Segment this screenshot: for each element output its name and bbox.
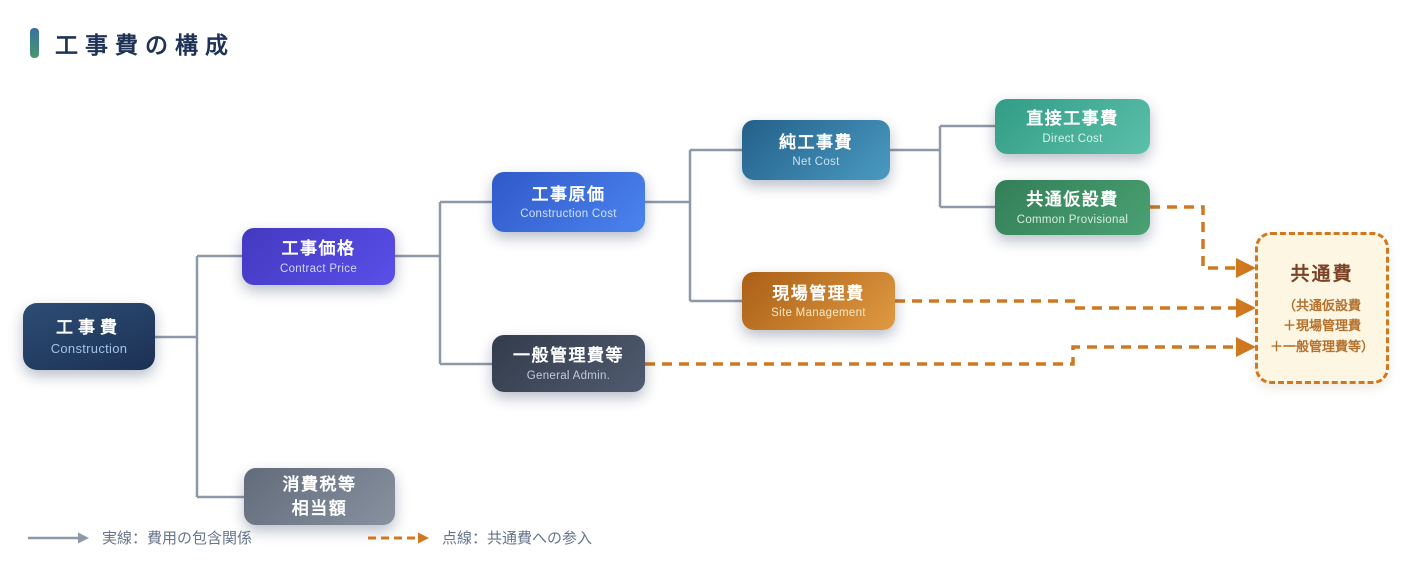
- node-label: 一般管理費等: [513, 346, 624, 366]
- node-label: 工事価格: [281, 239, 356, 259]
- node-label: 工事原価: [531, 184, 606, 204]
- legend-solid: 実線：費用の包含関係: [28, 527, 252, 548]
- common-cost-detail: （共通仮設費 ＋現場管理費 ＋一般管理費等）: [1270, 296, 1374, 356]
- legend-dashed-label: 点線：共通費への参入: [442, 530, 593, 547]
- node-sub: Common Provisional: [1016, 213, 1129, 226]
- node-common-cost: 共通費 （共通仮設費 ＋現場管理費 ＋一般管理費等）: [1255, 232, 1389, 384]
- solid-arrow-icon: [28, 532, 89, 543]
- node-sub: Construction: [50, 341, 128, 357]
- node-common-provisional: 共通仮設費 Common Provisional: [995, 180, 1150, 235]
- title-accent-bar: [30, 28, 39, 58]
- common-cost-line: ＋現場管理費: [1282, 318, 1361, 334]
- node-label: 純工事費: [779, 132, 853, 152]
- node-sub: Contract Price: [279, 262, 358, 275]
- common-cost-line: （共通仮設費: [1282, 298, 1361, 314]
- node-contract-price: 工事価格 Contract Price: [242, 228, 395, 285]
- node-general-admin: 一般管理費等 General Admin.: [492, 335, 645, 392]
- node-sub: Site Management: [771, 307, 866, 320]
- dashed-connectors: [645, 205, 1237, 366]
- node-construction-cost: 工事原価 Construction Cost: [492, 172, 645, 232]
- node-label: 共通仮設費: [1026, 190, 1119, 210]
- common-cost-title: 共通費: [1290, 264, 1354, 286]
- solid-connectors: [155, 124, 995, 499]
- node-sub: Direct Cost: [1042, 132, 1103, 145]
- dashed-arrowheads: [1236, 258, 1256, 357]
- node-label: 相当額: [291, 498, 348, 518]
- node-site-management: 現場管理費 Site Management: [742, 272, 895, 330]
- legend-dashed: 点線：共通費への参入: [368, 527, 592, 548]
- node-sub: General Admin.: [526, 369, 611, 382]
- legend-solid-label: 実線：費用の包含関係: [102, 530, 253, 547]
- node-sub: Construction Cost: [520, 208, 617, 221]
- page-title-row: 工事費の構成: [30, 26, 235, 60]
- node-sub: Net Cost: [792, 156, 840, 169]
- node-label: 消費税等: [282, 475, 357, 495]
- page-title: 工事費の構成: [55, 32, 235, 58]
- node-construction: 工事費 Construction: [23, 303, 155, 370]
- node-direct-cost: 直接工事費 Direct Cost: [995, 99, 1150, 154]
- node-label: 工事費: [56, 317, 122, 337]
- node-consumption-tax: 消費税等 相当額: [244, 468, 395, 525]
- dashed-arrow-icon: [368, 532, 429, 543]
- common-cost-line: ＋一般管理費等）: [1269, 338, 1374, 354]
- node-net-cost: 純工事費 Net Cost: [742, 120, 890, 180]
- node-label: 直接工事費: [1026, 109, 1119, 129]
- node-label: 現場管理費: [772, 283, 865, 303]
